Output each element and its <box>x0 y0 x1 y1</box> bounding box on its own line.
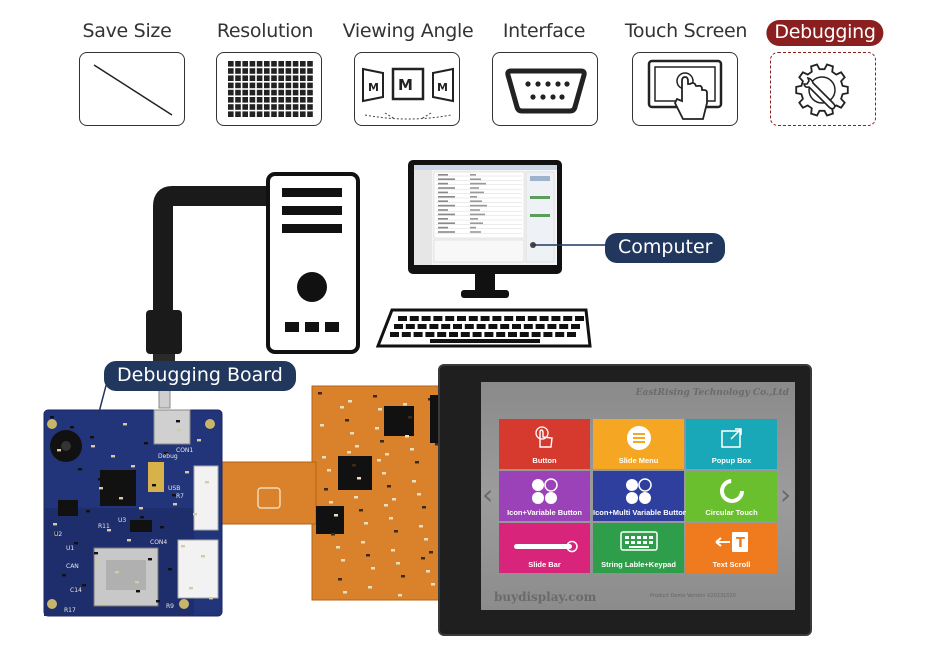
pcb-silkscreen: Debug CON1 CON4 USB CAN U1 U3 R11 R17 C1… <box>54 447 193 614</box>
feature-viewing-angle[interactable]: M M M <box>354 52 460 126</box>
pcb-label: CON4 <box>150 539 167 546</box>
svg-text:T: T <box>736 536 745 551</box>
tile-label: String Lable+Keypad <box>601 560 676 569</box>
debug-board <box>43 409 223 617</box>
svg-text:M: M <box>368 81 379 94</box>
fpc-adapter <box>212 385 442 601</box>
pcb-label: U2 <box>54 531 62 538</box>
tile-button[interactable]: Button <box>499 419 590 469</box>
multi-variable-button-icon <box>625 478 652 504</box>
text-scroll-icon: T <box>714 532 748 552</box>
tile-slide-bar[interactable]: Slide Bar <box>499 523 590 573</box>
tile-label: Slide Menu <box>618 456 659 465</box>
pcb-label: Debug <box>158 453 178 460</box>
tile-label: Icon+Multi Variable Button <box>593 508 688 517</box>
computer-callout: Computer <box>605 233 726 263</box>
keyboard <box>375 308 592 348</box>
tile-icon-multi-variable-button[interactable]: Icon+Multi Variable Button <box>593 471 688 521</box>
pcb-label: U3 <box>118 517 126 524</box>
tile-label: Circular Touch <box>705 508 758 517</box>
pcb-label: R9 <box>166 603 174 610</box>
svg-text:M: M <box>398 76 413 94</box>
feature-label-touch-screen: Touch Screen <box>624 20 748 42</box>
tile-slide-menu[interactable]: Slide Menu <box>593 419 684 469</box>
feature-label-save-size: Save Size <box>82 20 172 42</box>
feature-debugging[interactable] <box>770 52 876 126</box>
tap-finger-icon <box>534 426 553 448</box>
pcb-label: CON1 <box>176 447 193 454</box>
next-arrow-icon[interactable]: › <box>780 478 792 511</box>
monitor <box>408 160 562 298</box>
feature-label-debugging: Debugging <box>766 20 884 46</box>
serial-port-icon <box>505 68 587 114</box>
tile-label: Icon+Variable Button <box>507 508 582 517</box>
tile-text-scroll[interactable]: T Text Scroll <box>686 523 777 573</box>
pixel-grid-icon <box>228 61 313 117</box>
pc-tower <box>266 172 360 354</box>
tile-label: Button <box>532 456 557 465</box>
circular-touch-icon <box>719 479 744 503</box>
tile-label: Popup Box <box>711 456 752 465</box>
display-brand-bottom: buydisplay.com <box>494 590 597 604</box>
tile-icon-variable-button[interactable]: Icon+Variable Button <box>499 471 590 521</box>
feature-save-size[interactable] <box>79 52 185 126</box>
tile-string-label-keypad[interactable]: String Lable+Keypad <box>593 523 684 573</box>
pcb-label: CAN <box>66 563 79 570</box>
feature-interface[interactable] <box>492 52 598 126</box>
variable-button-icon <box>531 478 558 504</box>
tile-label: Slide Bar <box>528 560 561 569</box>
usb-plug <box>146 310 182 354</box>
debugging-board-callout: Debugging Board <box>104 361 296 391</box>
viewing-angle-icon: M M M <box>362 67 454 120</box>
display-brand-top: EastRising Technology Co.,Ltd <box>635 388 789 398</box>
feature-label-viewing-angle: Viewing Angle <box>342 20 474 42</box>
touch-hand-icon <box>647 59 723 120</box>
feature-touch-screen[interactable] <box>632 52 738 126</box>
keypad-icon <box>619 531 658 551</box>
feature-label-interface: Interface <box>502 20 586 42</box>
slide-bar-icon <box>513 540 578 553</box>
diagonal-line-icon <box>93 64 173 116</box>
display-version-text: Product Demo Version V20231020 <box>650 593 736 599</box>
feature-resolution[interactable] <box>216 52 322 126</box>
pcb-label: R11 <box>98 523 110 530</box>
popup-box-icon <box>720 428 742 448</box>
prev-arrow-icon[interactable]: ‹ <box>482 478 494 511</box>
pcb-label: R7 <box>176 493 184 500</box>
feature-label-resolution: Resolution <box>216 20 314 42</box>
slide-menu-icon <box>626 426 651 450</box>
pcb-label: USB <box>168 485 180 492</box>
pcb-label: R17 <box>64 607 76 614</box>
usb-cable <box>153 186 272 318</box>
pcb-label: U1 <box>66 545 74 552</box>
gear-wrench-icon <box>795 63 849 117</box>
tile-popup-box[interactable]: Popup Box <box>686 419 777 469</box>
svg-text:M: M <box>437 81 448 94</box>
pcb-label: C14 <box>70 587 82 594</box>
tile-circular-touch[interactable]: Circular Touch <box>686 471 777 521</box>
tile-label: Text Scroll <box>712 560 751 569</box>
